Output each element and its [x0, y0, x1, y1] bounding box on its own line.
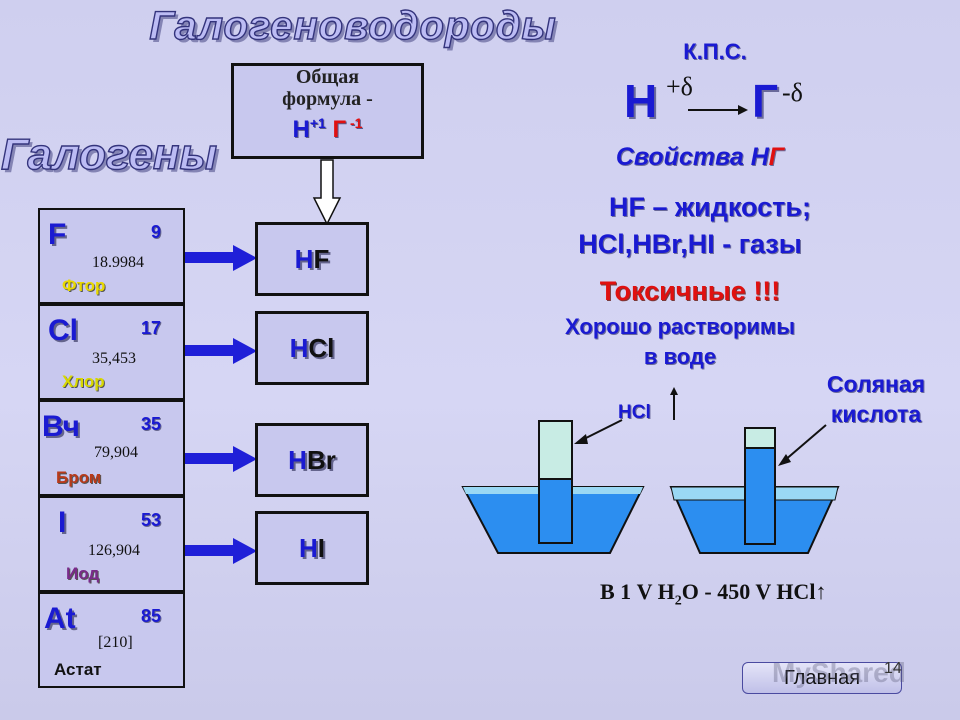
compound-halogen: Cl [308, 333, 335, 363]
element-symbol: Cl [48, 314, 78, 347]
element-name: Хлор [62, 372, 105, 391]
element-mass: 18.9984 [92, 254, 144, 271]
toxic-label: Токсичные !!! [599, 276, 781, 306]
compound-h: H [288, 445, 307, 475]
compound-halogen: F [313, 244, 330, 274]
element-symbol: Вч [42, 410, 80, 443]
general-formula-expression: H+1 Г -1 [234, 110, 421, 143]
general-formula-box: Общая формула - H+1 Г -1 [231, 63, 424, 159]
acid-pointer-arrow-icon [778, 424, 827, 466]
acid-line2: кислота [830, 401, 922, 427]
element-number: 85 [140, 606, 161, 626]
element-name: Астат [54, 660, 102, 679]
left-beaker-icon [461, 420, 645, 554]
down-arrow-icon [312, 159, 342, 226]
polarity-h: H [624, 75, 658, 127]
element-name: Бром [56, 468, 102, 487]
element-mass: 79,904 [94, 444, 138, 461]
ratio-post: O - 450 V HCl [681, 579, 816, 604]
element-mass: [210] [98, 634, 133, 651]
right-arrow-icon-1 [185, 245, 257, 271]
acid-line1: Соляная [826, 371, 926, 397]
bond-type-label: К.П.С. [683, 39, 747, 64]
property-gases: HCl,HBr,HI - газы [578, 229, 802, 259]
compound-hbr: HBr [255, 423, 369, 497]
right-arrow-icon-3 [185, 446, 257, 472]
element-mass: 126,904 [88, 542, 140, 559]
watermark-logo: MyShared [772, 657, 906, 688]
polarity-arrow-icon [688, 105, 748, 115]
compound-h: H [298, 533, 318, 563]
element-symbol: F [48, 218, 67, 251]
element-mass: 35,453 [92, 350, 136, 367]
element-cell-at: At 85 [210] Астат [38, 592, 185, 688]
compound-hf: HF [255, 222, 369, 296]
compound-halogen: Br [306, 445, 336, 475]
polarity-g-sup: -δ [782, 78, 803, 107]
general-formula-line1: Общая [295, 66, 360, 88]
polarity-h-sup: +δ [666, 72, 693, 101]
element-cell-f: F 9 18.9984 Фтор [38, 208, 185, 304]
properties-title: Свойства НГ [560, 143, 840, 172]
page-number: 14 [884, 660, 902, 677]
compound-h: H [289, 333, 309, 363]
properties-title-text: Свойства Н [615, 143, 769, 171]
up-arrow-icon [670, 387, 678, 420]
ratio-sub: 2 [674, 593, 682, 609]
compound-hi: HI [255, 511, 369, 585]
right-arrow-icon-2 [185, 338, 257, 364]
formula-g: Г [332, 116, 347, 143]
element-number: 35 [140, 414, 161, 434]
solubility-line2: в воде [643, 344, 717, 369]
element-number: 53 [140, 510, 161, 530]
polarity-g: Г [752, 75, 779, 127]
right-arrow-icon-4 [185, 538, 257, 564]
element-name: Фтор [62, 276, 106, 295]
element-cell-i: I 53 126,904 Иод [38, 496, 185, 592]
formula-g-charge: -1 [346, 115, 363, 131]
hcl-gas-label: HCl [618, 402, 651, 423]
compound-hcl: HCl [255, 311, 369, 385]
solubility-line1: Хорошо растворимы [565, 314, 795, 339]
ratio-pre: В 1 V H [600, 579, 675, 604]
compound-h: H [294, 244, 314, 274]
element-number: 17 [140, 318, 161, 338]
right-beaker-icon [669, 427, 840, 554]
element-symbol: I [58, 506, 67, 539]
element-cell-cl: Cl 17 35,453 Хлор [38, 304, 185, 400]
main-menu-button[interactable]: Главная [742, 662, 902, 694]
element-number: 9 [150, 222, 161, 242]
property-hf: HF – жидкость; [608, 192, 811, 222]
compound-halogen: I [317, 533, 325, 563]
solubility-text: Хорошо растворимы в воде [510, 312, 850, 372]
element-name: Иод [66, 564, 100, 583]
up-arrow-glyph-icon: ↑ [815, 579, 827, 604]
formula-h-charge: +1 [309, 115, 326, 131]
element-symbol: At [44, 602, 76, 635]
formula-h: H [292, 116, 310, 143]
element-cell-br: Вч 35 79,904 Бром [38, 400, 185, 496]
acid-label: Соляная кислота [796, 369, 956, 429]
general-formula-line2: формула - [282, 88, 373, 110]
halogens-title: Галогены [0, 129, 218, 179]
properties-title-red: Г [768, 143, 785, 171]
page-title: Галогеноводороды [149, 3, 557, 48]
polarity-formula: H +δ Г -δ [612, 72, 832, 134]
hcl-pointer-arrow-icon [574, 419, 623, 444]
solubility-ratio: В 1 V H2O - 450 V HCl↑ [600, 579, 930, 609]
